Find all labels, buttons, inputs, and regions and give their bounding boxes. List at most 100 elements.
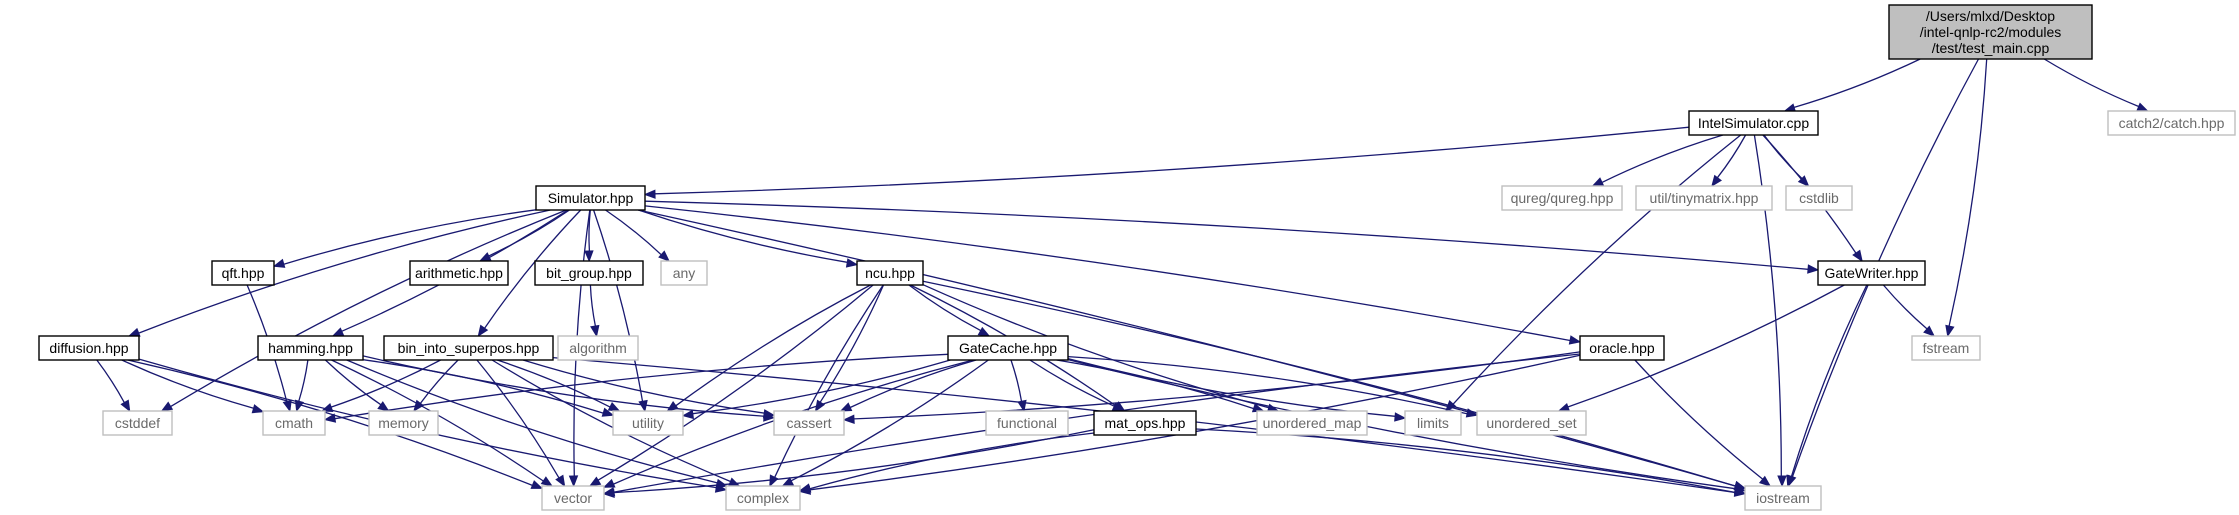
- edge-gatecache-to-cassert: [849, 359, 977, 409]
- node-label-binsup: bin_into_superpos.hpp: [398, 340, 540, 356]
- node-label-algorithm: algorithm: [569, 340, 627, 356]
- edge-root-to-catch: [2043, 58, 2139, 108]
- arrowhead-gatewriter-to-fstream: [1923, 325, 1936, 337]
- arrowhead-binsup-to-cassert: [762, 409, 776, 419]
- edge-simulator-to-diffusion: [138, 209, 551, 334]
- edge-intelsim-to-qureg: [1601, 134, 1724, 183]
- edge-root-to-fstream: [1948, 58, 1988, 327]
- node-label-utility: utility: [632, 415, 664, 431]
- node-label-gatewriter: GateWriter.hpp: [1825, 265, 1919, 281]
- node-hamming[interactable]: hamming.hpp: [257, 335, 364, 361]
- node-qft[interactable]: qft.hpp: [211, 260, 275, 286]
- node-unorderedset: unordered_set: [1476, 410, 1587, 436]
- arrowhead-intelsim-to-gatewriter: [1852, 249, 1863, 263]
- arrowhead-diffusion-to-cmath: [251, 404, 265, 414]
- node-box-cmath: [262, 410, 326, 436]
- arrowhead-ncu-to-gatecache: [977, 326, 991, 337]
- node-bitgroup[interactable]: bit_group.hpp: [534, 260, 644, 286]
- edge-gatecache-to-iostream: [1067, 358, 1736, 490]
- arrowhead-hamming-to-cmath: [294, 399, 305, 413]
- node-layer: /Users/mlxd/Desktop/intel-qnlp-rc2/modul…: [38, 4, 2236, 511]
- node-qureg: qureg/qureg.hpp: [1501, 185, 1623, 211]
- node-label-diffusion: diffusion.hpp: [49, 340, 128, 356]
- node-box-root: [1888, 4, 2093, 60]
- node-matops[interactable]: mat_ops.hpp: [1093, 410, 1197, 436]
- node-algorithm: algorithm: [557, 335, 639, 361]
- node-label-intelsim: IntelSimulator.cpp: [1698, 115, 1809, 131]
- node-box-bitgroup: [534, 260, 644, 286]
- node-label-fstream: fstream: [1923, 340, 1970, 356]
- node-label-ncu: ncu.hpp: [865, 265, 915, 281]
- arrowhead-binsup-to-utility: [607, 402, 621, 412]
- arrowhead-simulator-to-ncu: [845, 258, 859, 268]
- node-label-any: any: [673, 265, 696, 281]
- arrowhead-hamming-to-vector: [540, 476, 554, 487]
- node-box-binsup: [383, 335, 554, 361]
- edge-gatewriter-to-iostream: [1790, 284, 1868, 477]
- arrowhead-matops-to-vector: [602, 488, 615, 499]
- edge-gatecache-to-complex: [790, 359, 989, 482]
- node-diffusion[interactable]: diffusion.hpp: [38, 335, 140, 361]
- arrowhead-intelsim-to-iostream: [1777, 475, 1787, 488]
- node-label-qureg: qureg/qureg.hpp: [1511, 190, 1614, 206]
- edge-ncu-to-gatecache: [908, 284, 982, 332]
- edge-ncu-to-iostream: [922, 280, 1736, 487]
- node-gatecache[interactable]: GateCache.hpp: [947, 335, 1069, 361]
- node-box-qft: [211, 260, 275, 286]
- node-box-limits: [1404, 410, 1462, 436]
- edge-diffusion-to-cstddef: [96, 359, 125, 403]
- node-gatewriter[interactable]: GateWriter.hpp: [1817, 260, 1926, 286]
- node-label-bitgroup: bit_group.hpp: [546, 265, 632, 281]
- node-limits: limits: [1404, 410, 1462, 436]
- arrowhead-simulator-to-vector: [568, 475, 579, 488]
- node-intelsim[interactable]: IntelSimulator.cpp: [1688, 110, 1819, 136]
- node-label-iostream: iostream: [1756, 490, 1810, 506]
- arrowhead-intelsim-to-tinymatrix: [1711, 174, 1722, 188]
- edge-hamming-to-complex: [346, 359, 718, 484]
- edge-gatewriter-to-unorderedset: [1567, 284, 1845, 408]
- edge-simulator-to-oracle: [644, 205, 1571, 342]
- arrowhead-simulator-to-hamming: [331, 327, 345, 337]
- edge-simulator-to-utility: [592, 209, 644, 402]
- arrowhead-simulator-to-any: [658, 250, 670, 262]
- arrowhead-gatecache-to-unorderedset: [1465, 408, 1479, 418]
- arrowhead-gatewriter-to-iostream: [1786, 474, 1796, 488]
- node-box-simulator: [535, 185, 646, 211]
- arrowhead-gatewriter-to-unorderedset: [1557, 403, 1571, 412]
- edge-simulator-to-qft: [283, 209, 537, 265]
- edge-ncu-to-complex: [774, 284, 884, 478]
- node-label-cstdlib: cstdlib: [1799, 190, 1839, 206]
- node-box-cstdlib: [1785, 185, 1853, 211]
- arrowhead-hamming-to-utility: [601, 407, 615, 417]
- node-cstdlib: cstdlib: [1785, 185, 1853, 211]
- edge-hamming-to-cmath: [298, 359, 309, 402]
- node-box-iostream: [1744, 485, 1822, 511]
- edge-gatecache-to-unorderedset: [1067, 355, 1468, 415]
- edge-intelsim-to-tinymatrix: [1716, 134, 1747, 179]
- node-simulator[interactable]: Simulator.hpp: [535, 185, 646, 211]
- node-oracle[interactable]: oracle.hpp: [1579, 335, 1665, 361]
- node-label-unorderedset: unordered_set: [1486, 415, 1576, 431]
- arrowhead-intelsim-to-simulator: [643, 189, 656, 199]
- node-label-simulator: Simulator.hpp: [548, 190, 634, 206]
- node-ncu[interactable]: ncu.hpp: [856, 260, 924, 286]
- node-arithmetic[interactable]: arithmetic.hpp: [409, 260, 509, 286]
- node-binsup[interactable]: bin_into_superpos.hpp: [383, 335, 554, 361]
- arrowhead-simulator-to-binsup: [477, 324, 489, 338]
- arrowhead-simulator-to-bitgroup: [584, 250, 594, 263]
- node-box-any: [660, 260, 708, 286]
- node-label-root: /test/test_main.cpp: [1932, 40, 2050, 56]
- node-iostream: iostream: [1744, 485, 1822, 511]
- node-label-cstddef: cstddef: [115, 415, 160, 431]
- arrowhead-root-to-fstream: [1945, 324, 1955, 338]
- edge-diffusion-to-cmath: [121, 359, 254, 409]
- node-label-functional: functional: [997, 415, 1057, 431]
- arrowhead-diffusion-to-vector: [530, 480, 544, 489]
- node-root[interactable]: /Users/mlxd/Desktop/intel-qnlp-rc2/modul…: [1888, 4, 2093, 60]
- edge-gatecache-to-utility: [692, 359, 951, 415]
- arrowhead-simulator-to-cstddef: [160, 401, 174, 412]
- arrowhead-simulator-to-oracle: [1568, 335, 1582, 345]
- arrowhead-gatecache-to-cmath: [323, 413, 337, 423]
- edge-ncu-to-cassert: [819, 284, 885, 403]
- node-box-hamming: [257, 335, 364, 361]
